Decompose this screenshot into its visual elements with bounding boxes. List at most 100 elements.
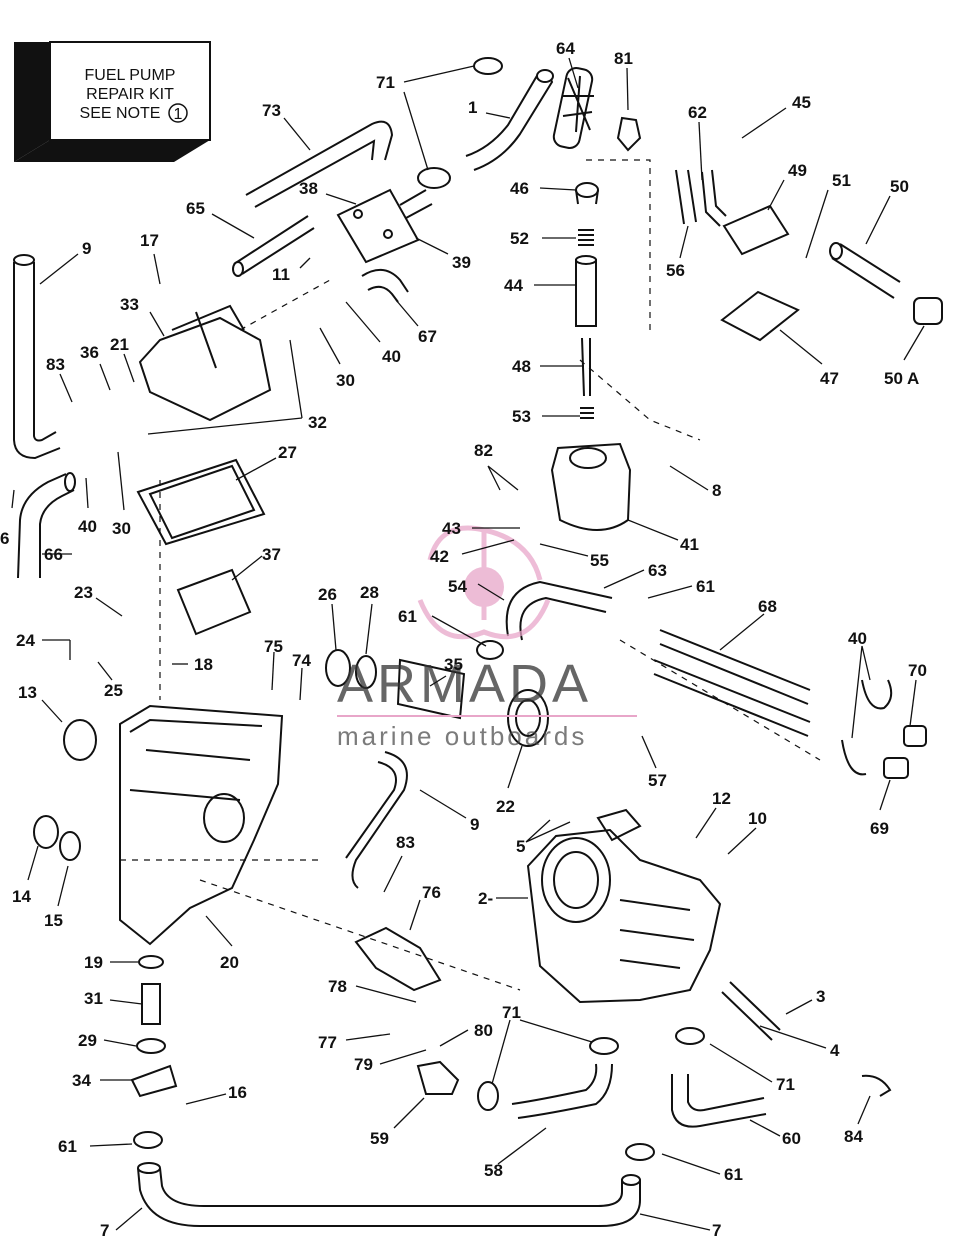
callout-3: 3 [816, 987, 825, 1006]
callout-44: 44 [504, 276, 523, 295]
cap-46 [575, 182, 599, 198]
callout-7-right: 7 [712, 1221, 721, 1240]
callout-36: 36 [80, 343, 99, 362]
callout-6: 6 [0, 529, 9, 548]
callout-38: 38 [299, 179, 318, 198]
callout-39: 39 [452, 253, 471, 272]
hose-65 [233, 215, 315, 275]
callout-73: 73 [262, 101, 281, 120]
callout-2: 2- [478, 889, 493, 908]
callout-82: 82 [474, 441, 493, 460]
callout-45: 45 [792, 93, 811, 112]
callout-labels: 71 1 64 81 45 62 73 38 46 49 51 50 65 9 … [0, 39, 927, 1240]
callout-4: 4 [830, 1041, 840, 1060]
callout-62: 62 [688, 103, 707, 122]
callout-5: 5 [516, 837, 525, 856]
callout-71: 71 [376, 73, 395, 92]
callout-70: 70 [908, 661, 927, 680]
callout-40-left: 40 [78, 517, 97, 536]
callout-41: 41 [680, 535, 699, 554]
callout-28: 28 [360, 583, 379, 602]
callout-66: 66 [44, 545, 63, 564]
callout-78: 78 [328, 977, 347, 996]
clamp-61-bottom [625, 1143, 655, 1161]
watermark-brand: ARMADA [337, 654, 592, 714]
callout-56: 56 [666, 261, 685, 280]
tubes-56-62 [675, 169, 727, 227]
hose-7 [137, 1167, 641, 1227]
ring-61 [476, 640, 504, 660]
hose-73 [245, 120, 394, 196]
hose-60 [671, 1074, 767, 1128]
armada-watermark: ARMADA marine outboards [337, 525, 637, 751]
callout-27: 27 [278, 443, 297, 462]
callout-23: 23 [74, 583, 93, 602]
callout-34: 34 [72, 1071, 91, 1090]
hose-9-left [13, 262, 61, 460]
alignment-lines [120, 159, 821, 991]
wire-3-4 [721, 981, 781, 1041]
callout-63: 63 [648, 561, 667, 580]
clamp-71-mid [417, 167, 451, 189]
callout-9-lower: 9 [470, 815, 479, 834]
callout-7-left: 7 [100, 1221, 109, 1240]
oring-29 [136, 1038, 166, 1054]
valve-50 [831, 243, 901, 299]
callout-65: 65 [186, 199, 205, 218]
hose-66 [17, 473, 67, 579]
callout-19: 19 [84, 953, 103, 972]
note-number-circle [168, 103, 188, 123]
callout-61-right: 61 [696, 577, 715, 596]
callout-18: 18 [194, 655, 213, 674]
plate-34 [130, 1064, 178, 1098]
callout-55: 55 [590, 551, 609, 570]
callout-61-bottom: 61 [724, 1165, 743, 1184]
callout-74: 74 [292, 651, 311, 670]
ring-40-b [841, 739, 867, 776]
callout-77: 77 [318, 1033, 337, 1052]
hose-9-lower [351, 751, 408, 889]
callout-20: 20 [220, 953, 239, 972]
callout-76: 76 [422, 883, 441, 902]
callout-42: 42 [430, 547, 449, 566]
filter-64 [552, 67, 594, 149]
callout-71-right: 71 [776, 1075, 795, 1094]
callout-58: 58 [484, 1161, 503, 1180]
ring-40-a [861, 679, 893, 710]
callout-9: 9 [82, 239, 91, 258]
callout-30: 30 [336, 371, 355, 390]
callout-51: 51 [832, 171, 851, 190]
callout-68: 68 [758, 597, 777, 616]
callout-69: 69 [870, 819, 889, 838]
callout-13: 13 [18, 683, 37, 702]
callout-47: 47 [820, 369, 839, 388]
note-line-2: REPAIR KIT [86, 86, 174, 103]
callout-40-right: 40 [848, 629, 867, 648]
fuel-pump-39 [336, 188, 420, 264]
callout-25: 25 [104, 681, 123, 700]
clamp-71-small [477, 1081, 499, 1111]
callout-32: 32 [308, 413, 327, 432]
note-number: 1 [174, 106, 183, 123]
clip-84 [861, 1074, 892, 1097]
callout-71-lower: 71 [502, 1003, 521, 1022]
callout-50A: 50 A [884, 369, 919, 388]
callout-29: 29 [78, 1031, 97, 1050]
grommet-13 [63, 719, 97, 761]
callout-79: 79 [354, 1055, 373, 1074]
callout-61-mid: 61 [398, 607, 417, 626]
fuel-pump-assembly [33, 57, 943, 1161]
callout-57: 57 [648, 771, 667, 790]
callout-14: 14 [12, 887, 31, 906]
callout-15: 15 [44, 911, 63, 930]
nut-50A [913, 297, 943, 325]
carburetor-2 [526, 828, 722, 1004]
callout-16: 16 [228, 1083, 247, 1102]
callout-33: 33 [120, 295, 139, 314]
callout-31: 31 [84, 989, 103, 1008]
callout-35: 35 [444, 655, 463, 674]
sleeve-70 [903, 725, 927, 747]
gasket-27 [136, 458, 266, 546]
manifold-68 [653, 629, 811, 737]
